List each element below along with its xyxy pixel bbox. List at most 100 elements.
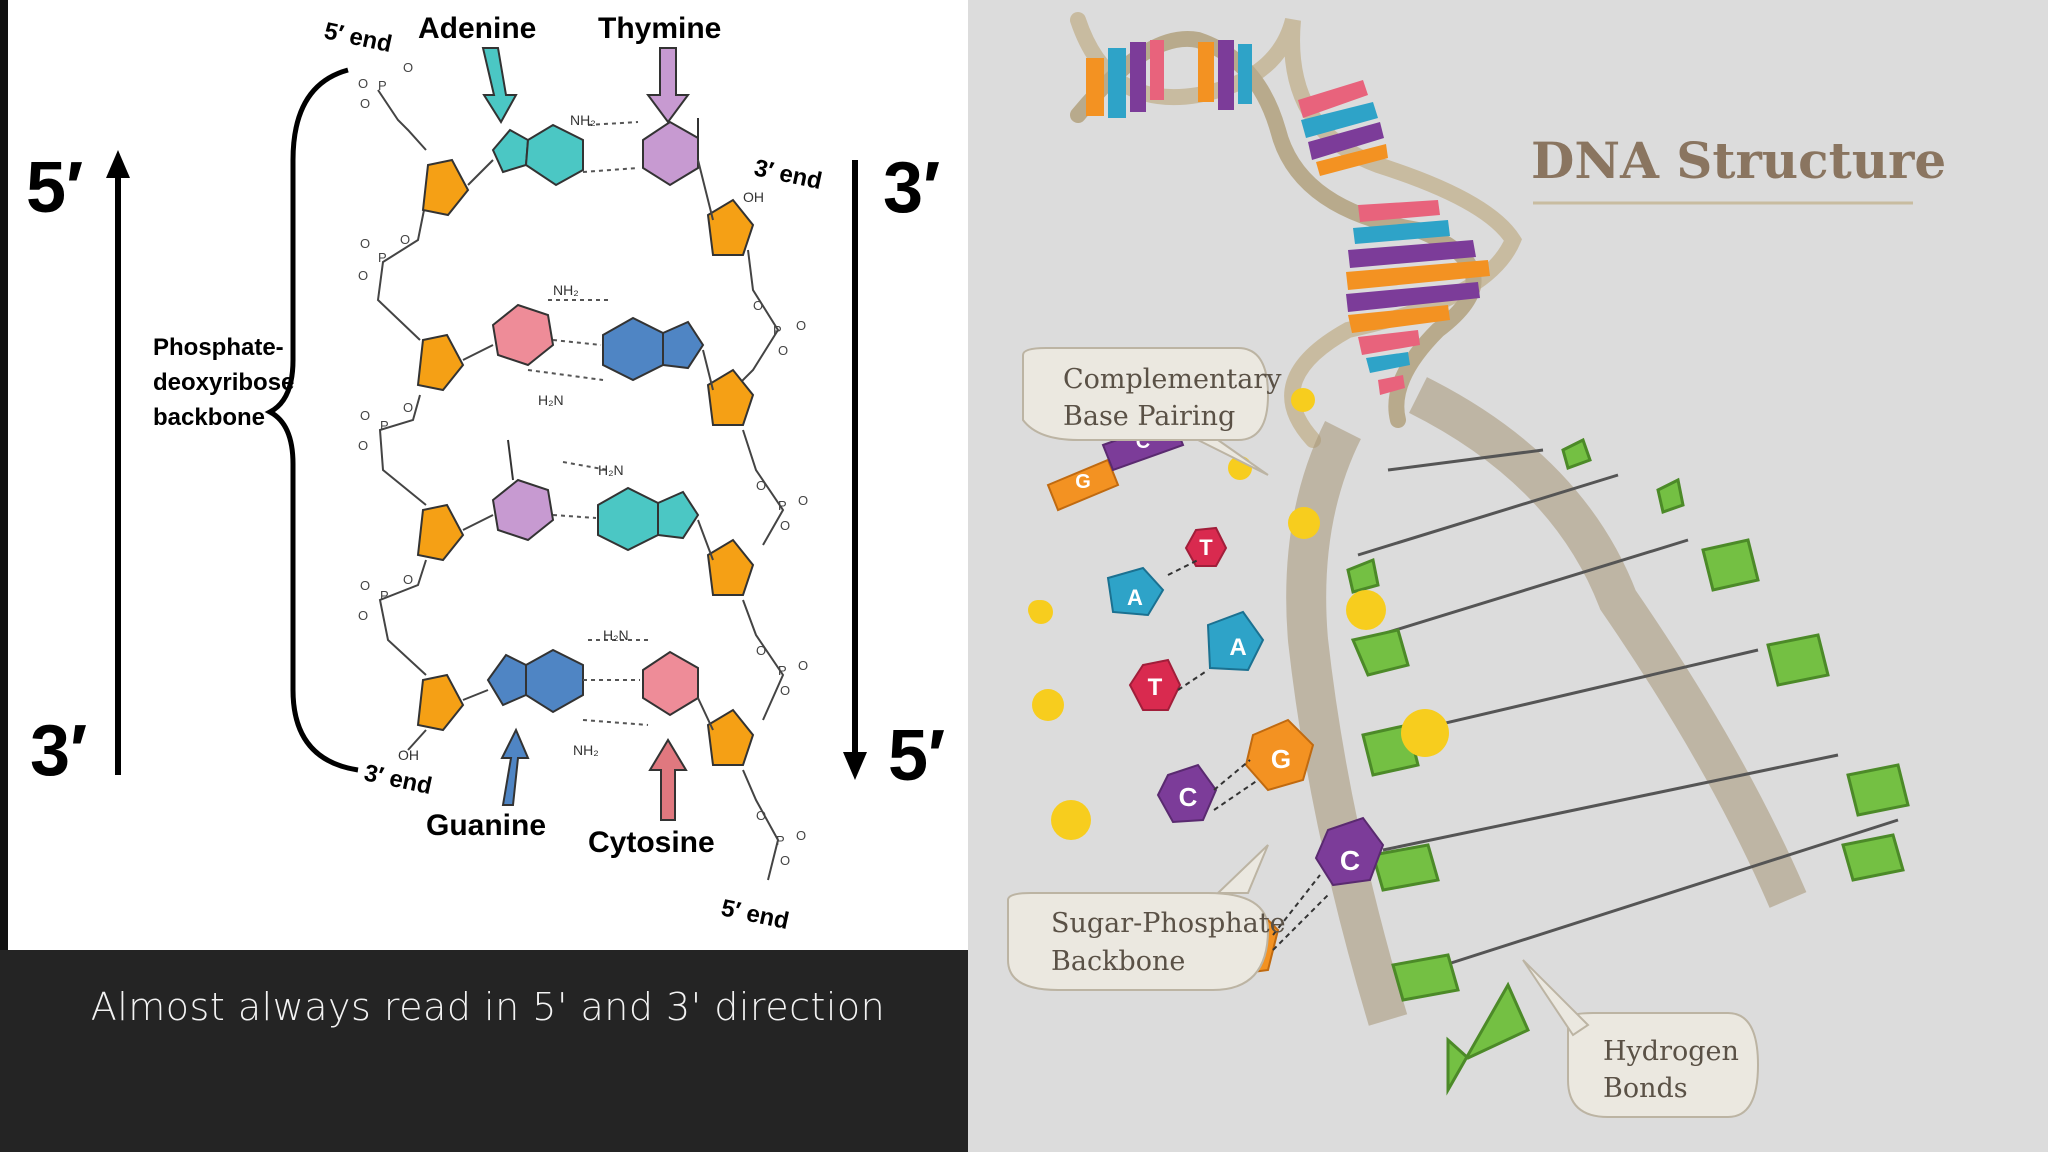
svg-text:O: O	[360, 96, 370, 111]
sugar-right-4	[706, 708, 755, 766]
hydrogen-bond-dashes	[1167, 559, 1329, 951]
guanine-nh2-label-4: NH₂	[573, 742, 599, 758]
thymine-ring	[642, 120, 699, 187]
thymine-ring-3	[491, 478, 555, 542]
svg-text:O: O	[780, 518, 790, 533]
phosphate-1	[1291, 388, 1315, 412]
guanine-five-ring-2	[662, 320, 705, 370]
left-sugars	[416, 158, 470, 732]
oh-bottom-left: OH	[398, 747, 419, 763]
svg-text:O: O	[360, 578, 370, 593]
base-a-2: A	[1206, 610, 1265, 672]
guanine-label: Guanine	[426, 809, 546, 842]
sugar-left-2	[416, 333, 465, 392]
guanine-six-ring-4	[525, 648, 584, 714]
cytosine-label: Cytosine	[588, 826, 715, 859]
svg-text:O: O	[756, 478, 766, 493]
base-label-c-2: C	[1340, 845, 1360, 876]
adenine-h2n-label-3: H₂N	[598, 462, 624, 478]
sugar-right-2	[706, 368, 755, 426]
base-c-1: C	[1156, 763, 1218, 824]
phosphate-left-1	[1029, 600, 1053, 624]
adenine-five-ring-3	[657, 490, 700, 540]
svg-text:O: O	[778, 343, 788, 358]
svg-text:O: O	[360, 408, 370, 423]
upper-helix-rungs	[1086, 40, 1490, 395]
left-edge-strip	[0, 0, 8, 950]
base-t-2: T	[1128, 658, 1182, 711]
sugar-right-3	[706, 538, 755, 596]
svg-text:O: O	[358, 608, 368, 623]
lower-helix-backbones	[1286, 377, 1807, 1026]
base-label-a-2: A	[1229, 634, 1246, 661]
base-t-1: T	[1184, 526, 1228, 567]
adenine-arrow	[481, 47, 518, 124]
callout-pairing-line1: Complementary	[1063, 364, 1282, 395]
cytosine-arrow	[648, 738, 688, 821]
up-arrow-5-to-3	[106, 150, 130, 775]
sugar-left-3	[416, 503, 465, 562]
base-c-2: C	[1314, 816, 1385, 887]
right-backbone	[737, 249, 785, 881]
left-strand-sugars	[1346, 557, 1530, 1096]
dna-structure-title: DNA Structure	[1531, 131, 1946, 190]
svg-text:O: O	[798, 658, 808, 673]
base-pair-thymine-adenine-3: H₂N	[462, 439, 714, 561]
cytosine-h2n-label-4: H₂N	[603, 627, 629, 643]
adenine-six-ring	[524, 123, 584, 187]
base-label-t-2: T	[1148, 674, 1163, 701]
thymine-arrow	[646, 47, 690, 124]
dna-chemical-structure-diagram: 5′ 3′ 3′ 5′ Phosphate- deoxyribose backb…	[8, 0, 968, 950]
base-g-top: G	[1046, 458, 1120, 512]
diagram-background	[8, 0, 968, 950]
svg-text:O: O	[403, 572, 413, 587]
base-label-g-top: G	[1075, 471, 1091, 493]
cytosine-ring-2	[491, 303, 555, 367]
left-panel: 5′ 3′ 3′ 5′ Phosphate- deoxyribose backb…	[0, 0, 968, 1152]
svg-text:P: P	[378, 78, 387, 93]
right-sugars	[706, 198, 755, 766]
sugar-left-1	[421, 158, 470, 217]
callout-complementary: Complementary Base Pairing	[1022, 347, 1282, 476]
svg-text:O: O	[780, 853, 790, 868]
oh-top-right: OH	[743, 189, 764, 205]
callout-pairing-line2: Base Pairing	[1063, 401, 1235, 432]
phosphate-right-4	[1401, 709, 1449, 757]
svg-text:O: O	[358, 438, 368, 453]
phosphate-left-3	[1051, 800, 1091, 840]
ladder-rungs	[1357, 448, 1899, 982]
big-3-prime-right: 3′	[883, 148, 940, 228]
caption-text: Almost always read in 5' and 3' directio…	[90, 985, 886, 1029]
phosphate-right-2	[1288, 507, 1320, 539]
guanine-arrow	[500, 727, 530, 806]
svg-text:O: O	[403, 60, 413, 75]
svg-text:O: O	[403, 400, 413, 415]
svg-text:O: O	[796, 318, 806, 333]
base-pair-cytosine-guanine-2: NH₂ H₂N	[462, 282, 714, 408]
svg-text:O: O	[753, 298, 763, 313]
right-panel: DNA Structure	[968, 0, 2048, 1152]
svg-text:O: O	[358, 76, 368, 91]
backbone-label-line2: deoxyribose	[153, 369, 294, 396]
adenine-label: Adenine	[418, 12, 536, 45]
svg-text:P: P	[380, 588, 389, 603]
helix-backbone-1	[1070, 12, 1522, 448]
phosphate-left-2	[1032, 689, 1064, 721]
base-g-1: G	[1244, 718, 1315, 792]
svg-text:O: O	[780, 683, 790, 698]
svg-text:P: P	[776, 833, 785, 848]
big-3-prime-left: 3′	[30, 711, 87, 791]
svg-text:O: O	[400, 232, 410, 247]
base-label-c-1: C	[1179, 782, 1198, 812]
guanine-h2n-label: H₂N	[538, 392, 564, 408]
base-label-a-1: A	[1127, 585, 1143, 610]
svg-text:O: O	[798, 493, 808, 508]
svg-text:P: P	[778, 663, 787, 678]
svg-text:P: P	[380, 418, 389, 433]
svg-text:O: O	[756, 808, 766, 823]
svg-text:O: O	[358, 268, 368, 283]
svg-text:P: P	[378, 250, 387, 265]
sugar-left-4	[416, 673, 465, 732]
callout-backbone-line2: Backbone	[1051, 946, 1185, 977]
